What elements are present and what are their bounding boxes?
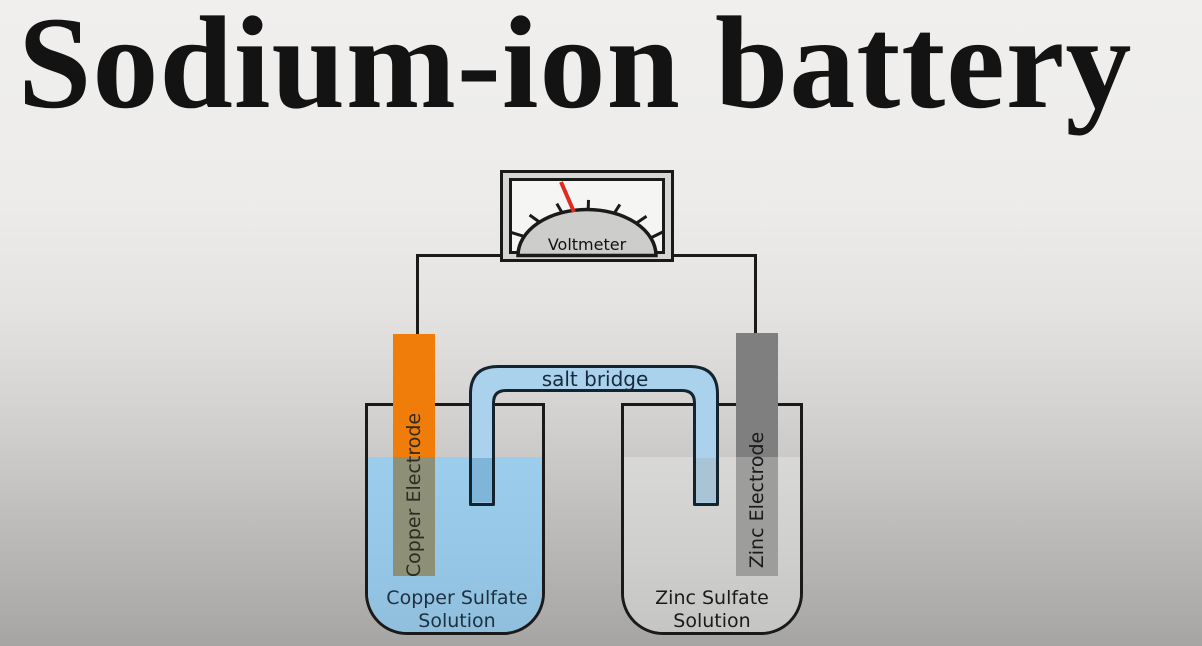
salt-bridge <box>469 365 719 506</box>
zinc-solution-label: Zinc Sulfate Solution <box>655 587 769 632</box>
salt-bridge-tube <box>469 365 719 506</box>
copper-electrode-label: Copper Electrode <box>403 412 426 578</box>
wire-right-horizontal <box>672 254 757 257</box>
page-title: Sodium-ion battery <box>18 0 1133 136</box>
voltmeter-gauge <box>510 181 666 258</box>
voltmeter-label: Voltmeter <box>547 235 627 254</box>
voltmeter-needle <box>559 181 576 213</box>
salt-bridge-label: salt bridge <box>541 367 649 391</box>
copper-electrode <box>393 334 435 457</box>
gauge-ticks <box>510 199 666 240</box>
zinc-electrode <box>736 333 778 457</box>
copper-solution-label: Copper Sulfate Solution <box>386 587 528 632</box>
zinc-electrode-submerged <box>736 457 778 576</box>
wire-left-vertical <box>416 254 419 336</box>
copper-electrode-submerged <box>393 457 435 576</box>
wire-right-vertical <box>754 254 757 335</box>
salt-bridge-submerged-right <box>696 458 716 503</box>
zinc-electrode-label: Zinc Electrode <box>746 431 768 569</box>
wire-left-horizontal <box>416 254 502 257</box>
salt-bridge-submerged-left <box>472 458 492 503</box>
